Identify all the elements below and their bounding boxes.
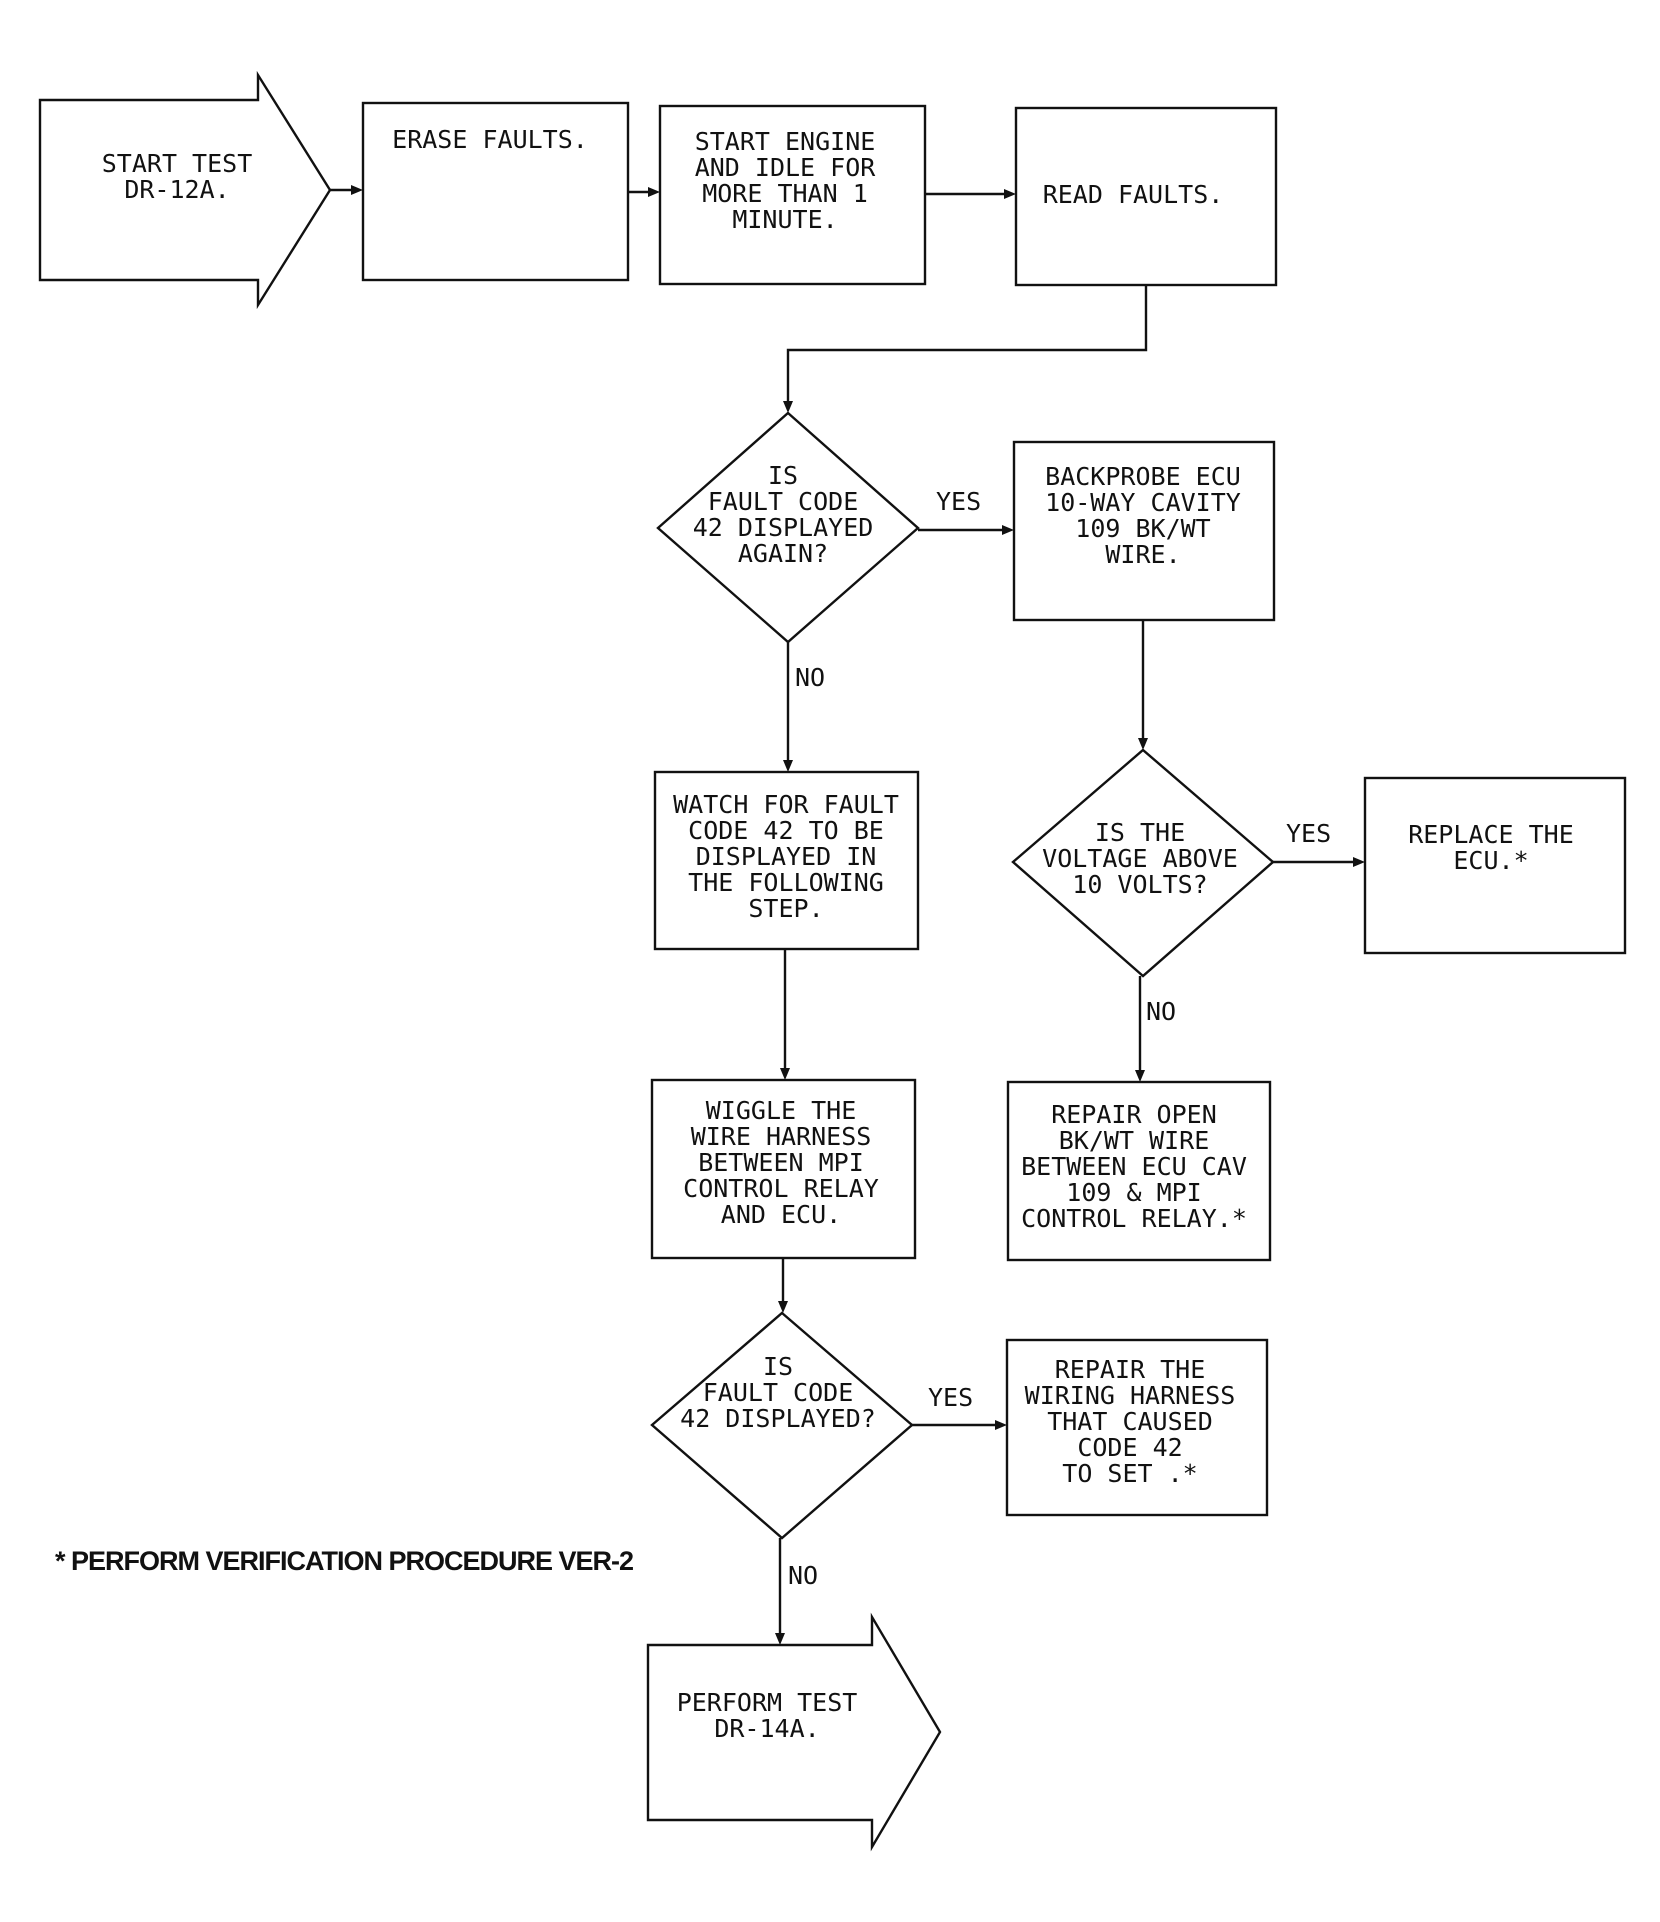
node-label-line: REPLACE THE bbox=[1408, 820, 1574, 849]
node-label-line: CODE 42 bbox=[1077, 1433, 1182, 1462]
arrowhead bbox=[648, 187, 660, 197]
node-label-line: BACKPROBE ECU bbox=[1045, 462, 1241, 491]
node-label-line: WIGGLE THE bbox=[706, 1096, 857, 1125]
decision-q2-shape bbox=[1011, 748, 1275, 978]
node-label-line: WATCH FOR FAULT bbox=[673, 790, 899, 819]
node-label-line: READ FAULTS. bbox=[1043, 180, 1224, 209]
node-label-line: MINUTE. bbox=[732, 205, 837, 234]
node-label-line: DR-14A. bbox=[714, 1714, 819, 1743]
q1-yes-label: YES bbox=[936, 487, 981, 516]
start-engine-box bbox=[658, 104, 927, 286]
arrowhead bbox=[1135, 1070, 1145, 1082]
node-label-line: 42 DISPLAYED? bbox=[680, 1404, 876, 1433]
arrowhead bbox=[1004, 189, 1016, 199]
node-label-line: DISPLAYED IN bbox=[696, 842, 877, 871]
node-label-line: TO SET .* bbox=[1062, 1459, 1197, 1488]
erase-faults-box bbox=[361, 101, 630, 282]
node-label-line: 10-WAY CAVITY bbox=[1045, 488, 1241, 517]
arrowhead bbox=[351, 185, 363, 195]
node-label-line: IS bbox=[763, 1352, 793, 1381]
arrowhead bbox=[783, 401, 793, 413]
node-label-line: REPAIR THE bbox=[1055, 1355, 1206, 1384]
q2-yes-label: YES bbox=[1286, 819, 1331, 848]
read-faults-box bbox=[1014, 106, 1278, 287]
repair-harness-box bbox=[1005, 1338, 1269, 1517]
node-label-line: THAT CAUSED bbox=[1047, 1407, 1213, 1436]
node-label-line: DR-12A. bbox=[124, 175, 229, 204]
watch-fault-box bbox=[653, 770, 920, 951]
verification-footnote: * PERFORM VERIFICATION PROCEDURE VER-2 bbox=[55, 1546, 633, 1576]
node-label-line: AGAIN? bbox=[738, 539, 828, 568]
start-arrow-shape bbox=[38, 70, 332, 310]
node-label-line: BETWEEN MPI bbox=[698, 1148, 864, 1177]
node-label-line: 10 VOLTS? bbox=[1072, 870, 1207, 899]
node-label-line: CONTROL RELAY.* bbox=[1021, 1204, 1247, 1233]
arrowhead bbox=[775, 1633, 785, 1645]
node-label-line: 109 & MPI bbox=[1066, 1178, 1201, 1207]
node-label-line: STEP. bbox=[748, 894, 823, 923]
node-label-line: IS THE bbox=[1095, 818, 1185, 847]
node-label-line: WIRE. bbox=[1105, 540, 1180, 569]
node-label-line: WIRE HARNESS bbox=[691, 1122, 872, 1151]
node-label-line: PERFORM TEST bbox=[677, 1688, 858, 1717]
arrowhead bbox=[778, 1301, 788, 1313]
arrowhead bbox=[1002, 525, 1014, 535]
q1-no-label: NO bbox=[795, 663, 825, 692]
node-label-line: START TEST bbox=[102, 149, 253, 178]
node-label-line: AND ECU. bbox=[721, 1200, 841, 1229]
repair-open-box bbox=[1006, 1080, 1272, 1262]
arrowhead bbox=[780, 1068, 790, 1080]
node-label-line: WIRING HARNESS bbox=[1025, 1381, 1236, 1410]
q3-yes-label: YES bbox=[928, 1383, 973, 1412]
node-label-line: START ENGINE bbox=[695, 127, 876, 156]
node-label-line: REPAIR OPEN bbox=[1051, 1100, 1217, 1129]
node-label-line: THE FOLLOWING bbox=[688, 868, 884, 897]
decision-q3-shape bbox=[650, 1311, 914, 1540]
erase-node-label: ERASE FAULTS. bbox=[392, 125, 588, 154]
node-label-line: MORE THAN 1 bbox=[702, 179, 868, 208]
perform-arrow-shape bbox=[646, 1612, 942, 1852]
wiggle-harness-box bbox=[650, 1078, 917, 1260]
q2-no-label: NO bbox=[1146, 997, 1176, 1026]
node-label-line: CONTROL RELAY bbox=[683, 1174, 879, 1203]
node-label-line: 109 BK/WT bbox=[1075, 514, 1210, 543]
node-label-line: ERASE FAULTS. bbox=[392, 125, 588, 154]
node-label-line: BETWEEN ECU CAV bbox=[1021, 1152, 1247, 1181]
node-label-line: BK/WT WIRE bbox=[1059, 1126, 1210, 1155]
node-label-line: AND IDLE FOR bbox=[695, 153, 877, 182]
connector-read-q1 bbox=[786, 285, 1148, 402]
arrowhead bbox=[783, 760, 793, 772]
node-label-line: FAULT CODE bbox=[703, 1378, 854, 1407]
node-label-line: FAULT CODE bbox=[708, 487, 859, 516]
node-label-line: ECU.* bbox=[1453, 846, 1528, 875]
node-label-line: 42 DISPLAYED bbox=[693, 513, 874, 542]
node-label-line: VOLTAGE ABOVE bbox=[1042, 844, 1238, 873]
read-node-label: READ FAULTS. bbox=[1043, 180, 1224, 209]
arrowhead bbox=[995, 1420, 1007, 1430]
node-label-line: IS bbox=[768, 461, 798, 490]
replace-ecu-box bbox=[1363, 776, 1627, 955]
arrowhead bbox=[1353, 857, 1365, 867]
node-label-line: CODE 42 TO BE bbox=[688, 816, 884, 845]
q3-no-label: NO bbox=[788, 1561, 818, 1590]
arrowhead bbox=[1138, 738, 1148, 750]
